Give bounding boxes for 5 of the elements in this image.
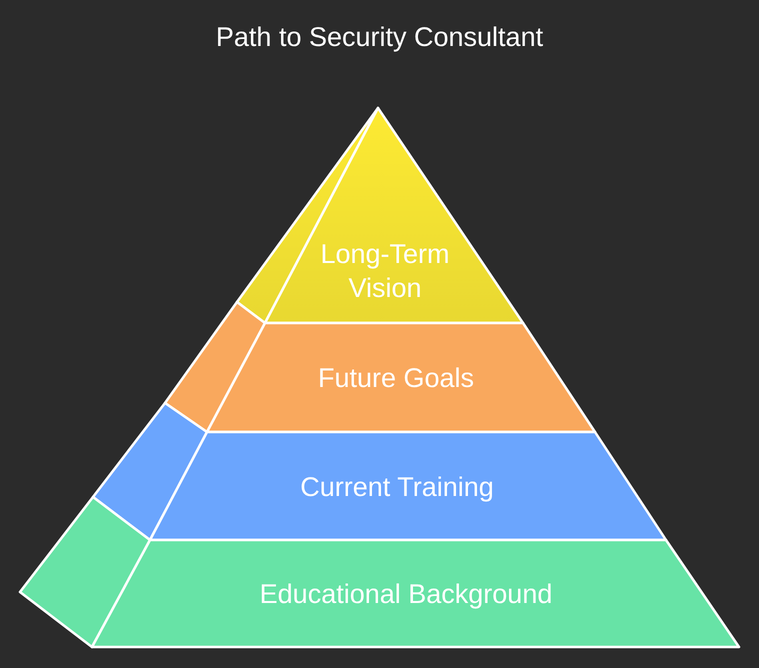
diagram-title: Path to Security Consultant	[214, 21, 544, 54]
tier-label: Current Training	[300, 471, 494, 504]
tier-label: Educational Background	[260, 578, 552, 611]
tier-label: Long-Term Vision	[319, 238, 451, 305]
tier-label: Future Goals	[318, 362, 474, 395]
